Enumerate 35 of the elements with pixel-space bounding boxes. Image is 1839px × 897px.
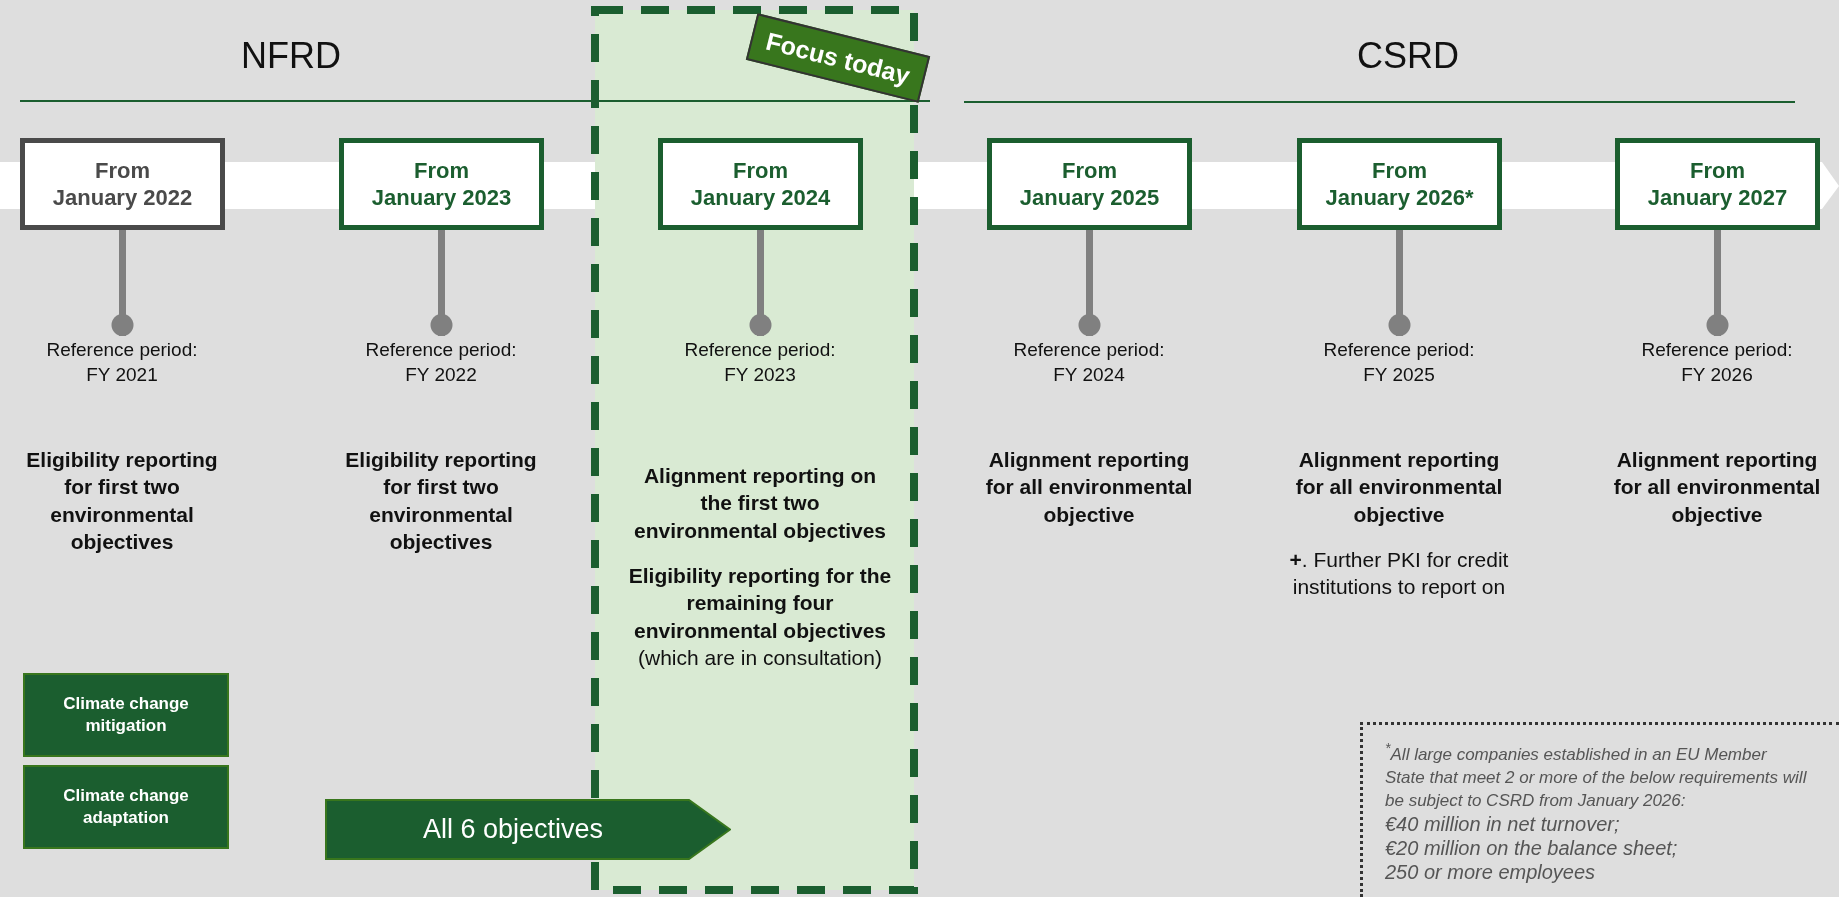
reference-period-text: Reference period: FY 2024	[1004, 338, 1174, 388]
date-box: From January 2027	[1615, 138, 1820, 230]
footnote-text: 250 or more employees	[1385, 860, 1597, 885]
reference-period-text: Reference period: FY 2026	[1632, 338, 1802, 388]
date-box: From January 2022	[20, 138, 225, 230]
reporting-requirement-text: Eligibility reporting for first two environmental objectives	[25, 447, 219, 555]
pin-connector	[749, 230, 772, 336]
note-text: +. Further PKI for credit institutions to report on	[1288, 547, 1510, 601]
pin-connector	[1706, 230, 1729, 336]
pin-connector	[430, 230, 453, 336]
reporting-requirement-text: Alignment reporting for all environmental objective	[1294, 447, 1504, 528]
footnote-text: $^{*}$All large companies established in an EU Member State that meet 2 or more of the below requirements will be subject to CSRD from January 2026:	[1385, 739, 1808, 812]
note-text: Eligibility reporting for the remaining four environmental objectives (which are in consultation)	[627, 563, 893, 671]
pin-connector	[111, 230, 134, 336]
date-box: From January 2025	[987, 138, 1192, 230]
date-box: From January 2024	[658, 138, 863, 230]
footnote-text: €20 million on the balance sheet;	[1385, 836, 1679, 861]
reference-period-text: Reference period: FY 2025	[1314, 338, 1484, 388]
pin-connector	[1078, 230, 1101, 336]
objective-box: Climate change mitigation	[23, 673, 229, 757]
reference-period-text: Reference period: FY 2021	[37, 338, 207, 388]
reference-period-text: Reference period: FY 2023	[675, 338, 845, 388]
pin-connector	[1388, 230, 1411, 336]
footnote-text: €40 million in net turnover;	[1385, 812, 1621, 837]
objective-box: Climate change adaptation	[23, 765, 229, 849]
reporting-requirement-text: Alignment reporting for all environmental objective	[1612, 447, 1822, 528]
date-box: From January 2023	[339, 138, 544, 230]
reference-period-text: Reference period: FY 2022	[356, 338, 526, 388]
reporting-requirement-text: Alignment reporting for all environmental objective	[984, 447, 1194, 528]
reporting-requirement-text: Alignment reporting on the first two environmental objectives	[632, 463, 888, 544]
date-box: From January 2026*	[1297, 138, 1502, 230]
chevron-arrow: All 6 objectives	[325, 799, 731, 860]
reporting-requirement-text: Eligibility reporting for first two environmental objectives	[344, 447, 538, 555]
section-title: NFRD	[241, 35, 341, 77]
section-title: CSRD	[1357, 35, 1459, 77]
